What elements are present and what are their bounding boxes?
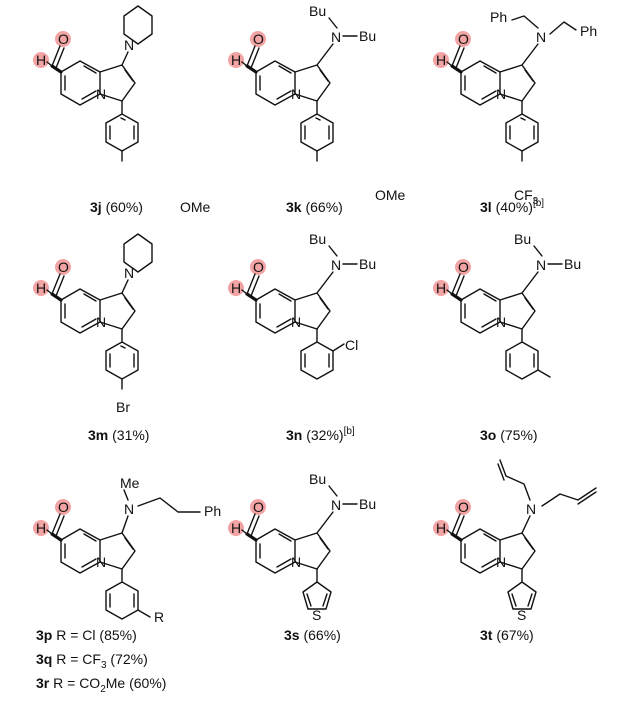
n-substituent-1: Bu [514, 231, 531, 247]
aryl-substituent: OMe [180, 199, 211, 215]
caption-3q: 3q R = CF3 (72%) [36, 651, 148, 671]
amine-nitrogen: N [526, 501, 536, 517]
n-substituent-1: Bu [309, 471, 326, 487]
hydrogen-atom: H [231, 52, 241, 68]
caption-3s: 3s (66%) [284, 627, 341, 643]
oxygen-atom: O [253, 31, 264, 47]
caption-3o: 3o (75%) [480, 427, 538, 443]
hydrogen-atom: H [36, 52, 46, 68]
amine-nitrogen: N [124, 501, 134, 517]
n-substituent-2: Bu [359, 28, 376, 44]
aryl-substituent: CF3 [514, 187, 539, 207]
ring-nitrogen: N [496, 86, 506, 102]
oxygen-atom: O [458, 259, 469, 275]
n-substituent-2: Bu [564, 256, 581, 272]
thiophene-sulfur: S [312, 607, 321, 623]
caption-3j: 3j (60%) [90, 199, 143, 215]
caption-3m: 3m (31%) [88, 427, 149, 443]
hydrogen-atom: H [436, 52, 446, 68]
ring-nitrogen: N [96, 314, 106, 330]
aryl-substituent: Br [116, 399, 130, 415]
caption-3n: 3n (32%)[b] [286, 426, 355, 443]
amine-nitrogen: N [331, 257, 341, 273]
oxygen-atom: O [58, 499, 69, 515]
caption-3t: 3t (67%) [480, 627, 534, 643]
caption-3k: 3k (66%) [286, 199, 343, 215]
compound-3m: O H N N Br [31, 233, 153, 415]
aryl-substituent: OMe [375, 187, 406, 203]
amine-nitrogen: N [536, 29, 546, 45]
ring-nitrogen: N [496, 554, 506, 570]
caption-3r: 3r R = CO2Me (60%) [36, 675, 166, 695]
n-substituent-2: Bu [359, 256, 376, 272]
amine-nitrogen: N [331, 29, 341, 45]
oxygen-atom: O [253, 259, 264, 275]
caption-3p: 3p R = Cl (85%) [36, 627, 137, 643]
hydrogen-atom: H [36, 520, 46, 536]
ring-nitrogen: N [291, 86, 301, 102]
hydrogen-atom: H [231, 520, 241, 536]
compound-3s: O H N N Bu Bu S [226, 471, 376, 623]
oxygen-atom: O [58, 259, 69, 275]
compound-3n: O H N N Bu Bu Cl [226, 231, 376, 380]
n-substituent-2: Ph [204, 503, 221, 519]
amine-nitrogen: N [124, 37, 134, 53]
aryl-substituent: Cl [345, 337, 358, 353]
compound-3k: O H N N Bu Bu OMe [226, 3, 406, 203]
compound-3j: O H N N OMe [31, 5, 211, 215]
oxygen-atom: O [253, 499, 264, 515]
hydrogen-atom: H [436, 520, 446, 536]
amine-nitrogen: N [536, 257, 546, 273]
compound-3l: O H N N Ph Ph CF3 [431, 9, 597, 207]
compound-3o: O H N N Bu Bu [431, 231, 581, 380]
amine-nitrogen: N [331, 497, 341, 513]
ring-nitrogen: N [96, 554, 106, 570]
n-substituent-1: Bu [309, 3, 326, 19]
oxygen-atom: O [58, 31, 69, 47]
amine-nitrogen: N [124, 265, 134, 281]
aryl-substituent: R [154, 609, 164, 625]
hydrogen-atom: H [231, 280, 241, 296]
oxygen-atom: O [458, 31, 469, 47]
caption-3l: 3l (40%)[b] [480, 198, 544, 215]
ring-nitrogen: N [291, 314, 301, 330]
compound-3t: O H N N S [431, 459, 597, 623]
n-substituent-1: Me [120, 475, 140, 491]
compound-3p: O H N N Me Ph R [31, 475, 221, 625]
n-substituent-1: Bu [309, 231, 326, 247]
ring-nitrogen: N [496, 314, 506, 330]
n-substituent-2: Bu [359, 496, 376, 512]
ring-nitrogen: N [291, 554, 301, 570]
n-substituent-1: Ph [490, 9, 507, 25]
hydrogen-atom: H [436, 280, 446, 296]
thiophene-sulfur: S [517, 607, 526, 623]
oxygen-atom: O [458, 499, 469, 515]
n-substituent-2: Ph [580, 23, 597, 39]
hydrogen-atom: H [36, 280, 46, 296]
ring-nitrogen: N [96, 86, 106, 102]
